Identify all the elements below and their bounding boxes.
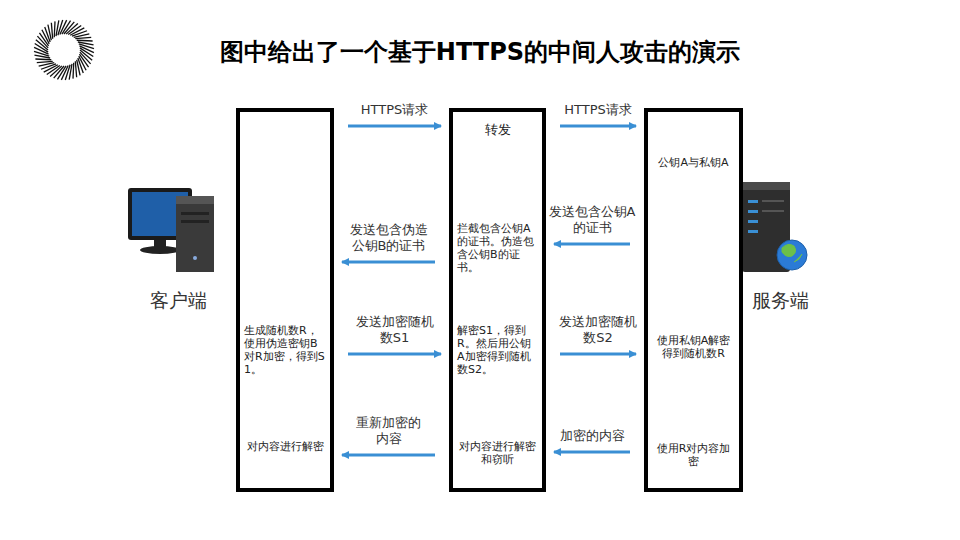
column-text: 对内容进行解密 [244, 440, 326, 453]
arrow-connector [342, 454, 435, 457]
arrow-connector [560, 125, 636, 128]
edge-label: 发送加密随机数S1 [350, 314, 440, 346]
column-text: 拦截包含公钥A的证书。伪造包含公钥B的证书。 [457, 222, 538, 274]
logo-sunburst [34, 20, 94, 80]
edge-label: 重新加密的内容 [354, 415, 424, 447]
server-icon [742, 182, 807, 272]
icon-caption: 客户端 [150, 288, 207, 314]
column-text: 转发 [457, 122, 538, 138]
edge-label: 发送包含伪造公钥B的证书 [344, 222, 434, 254]
arrow-connector [342, 261, 435, 264]
column-box: 公钥A与私钥A 使用私钥A解密得到随机数R 使用R对内容加密 [644, 108, 743, 492]
edge-label: 发送包含公钥A的证书 [547, 204, 637, 236]
column-text: 生成随机数R，使用伪造密钥B对R加密，得到S1。 [244, 324, 326, 376]
column-text: 对内容进行解密和窃听 [457, 440, 538, 466]
column-text: 使用R对内容加密 [652, 442, 735, 468]
column-box: 转发拦截包含公钥A的证书。伪造包含公钥B的证书。解密S1，得到R。然后用公钥A加… [449, 108, 546, 492]
edge-label: HTTPS请求 [350, 102, 440, 118]
edge-label: 发送加密随机数S2 [553, 314, 643, 346]
column-text: 使用私钥A解密得到随机数R [652, 334, 735, 360]
arrow-connector [348, 353, 441, 356]
edge-label: 加密的内容 [547, 428, 637, 444]
column-box: 生成随机数R，使用伪造密钥B对R加密，得到S1。对内容进行解密 [236, 108, 334, 492]
arrow-connector [348, 125, 441, 128]
column-text: 解密S1，得到R。然后用公钥A加密得到随机数S2。 [457, 324, 538, 376]
arrow-connector [554, 243, 630, 246]
column-text: 公钥A与私钥A [652, 156, 735, 169]
edge-label: HTTPS请求 [553, 102, 643, 118]
title: 图中给出了一个基于HTTPS的中间人攻击的演示 [0, 36, 960, 68]
icon-caption: 服务端 [752, 288, 809, 314]
computer-icon [128, 188, 214, 272]
arrow-connector [560, 353, 636, 356]
arrow-connector [554, 451, 630, 454]
